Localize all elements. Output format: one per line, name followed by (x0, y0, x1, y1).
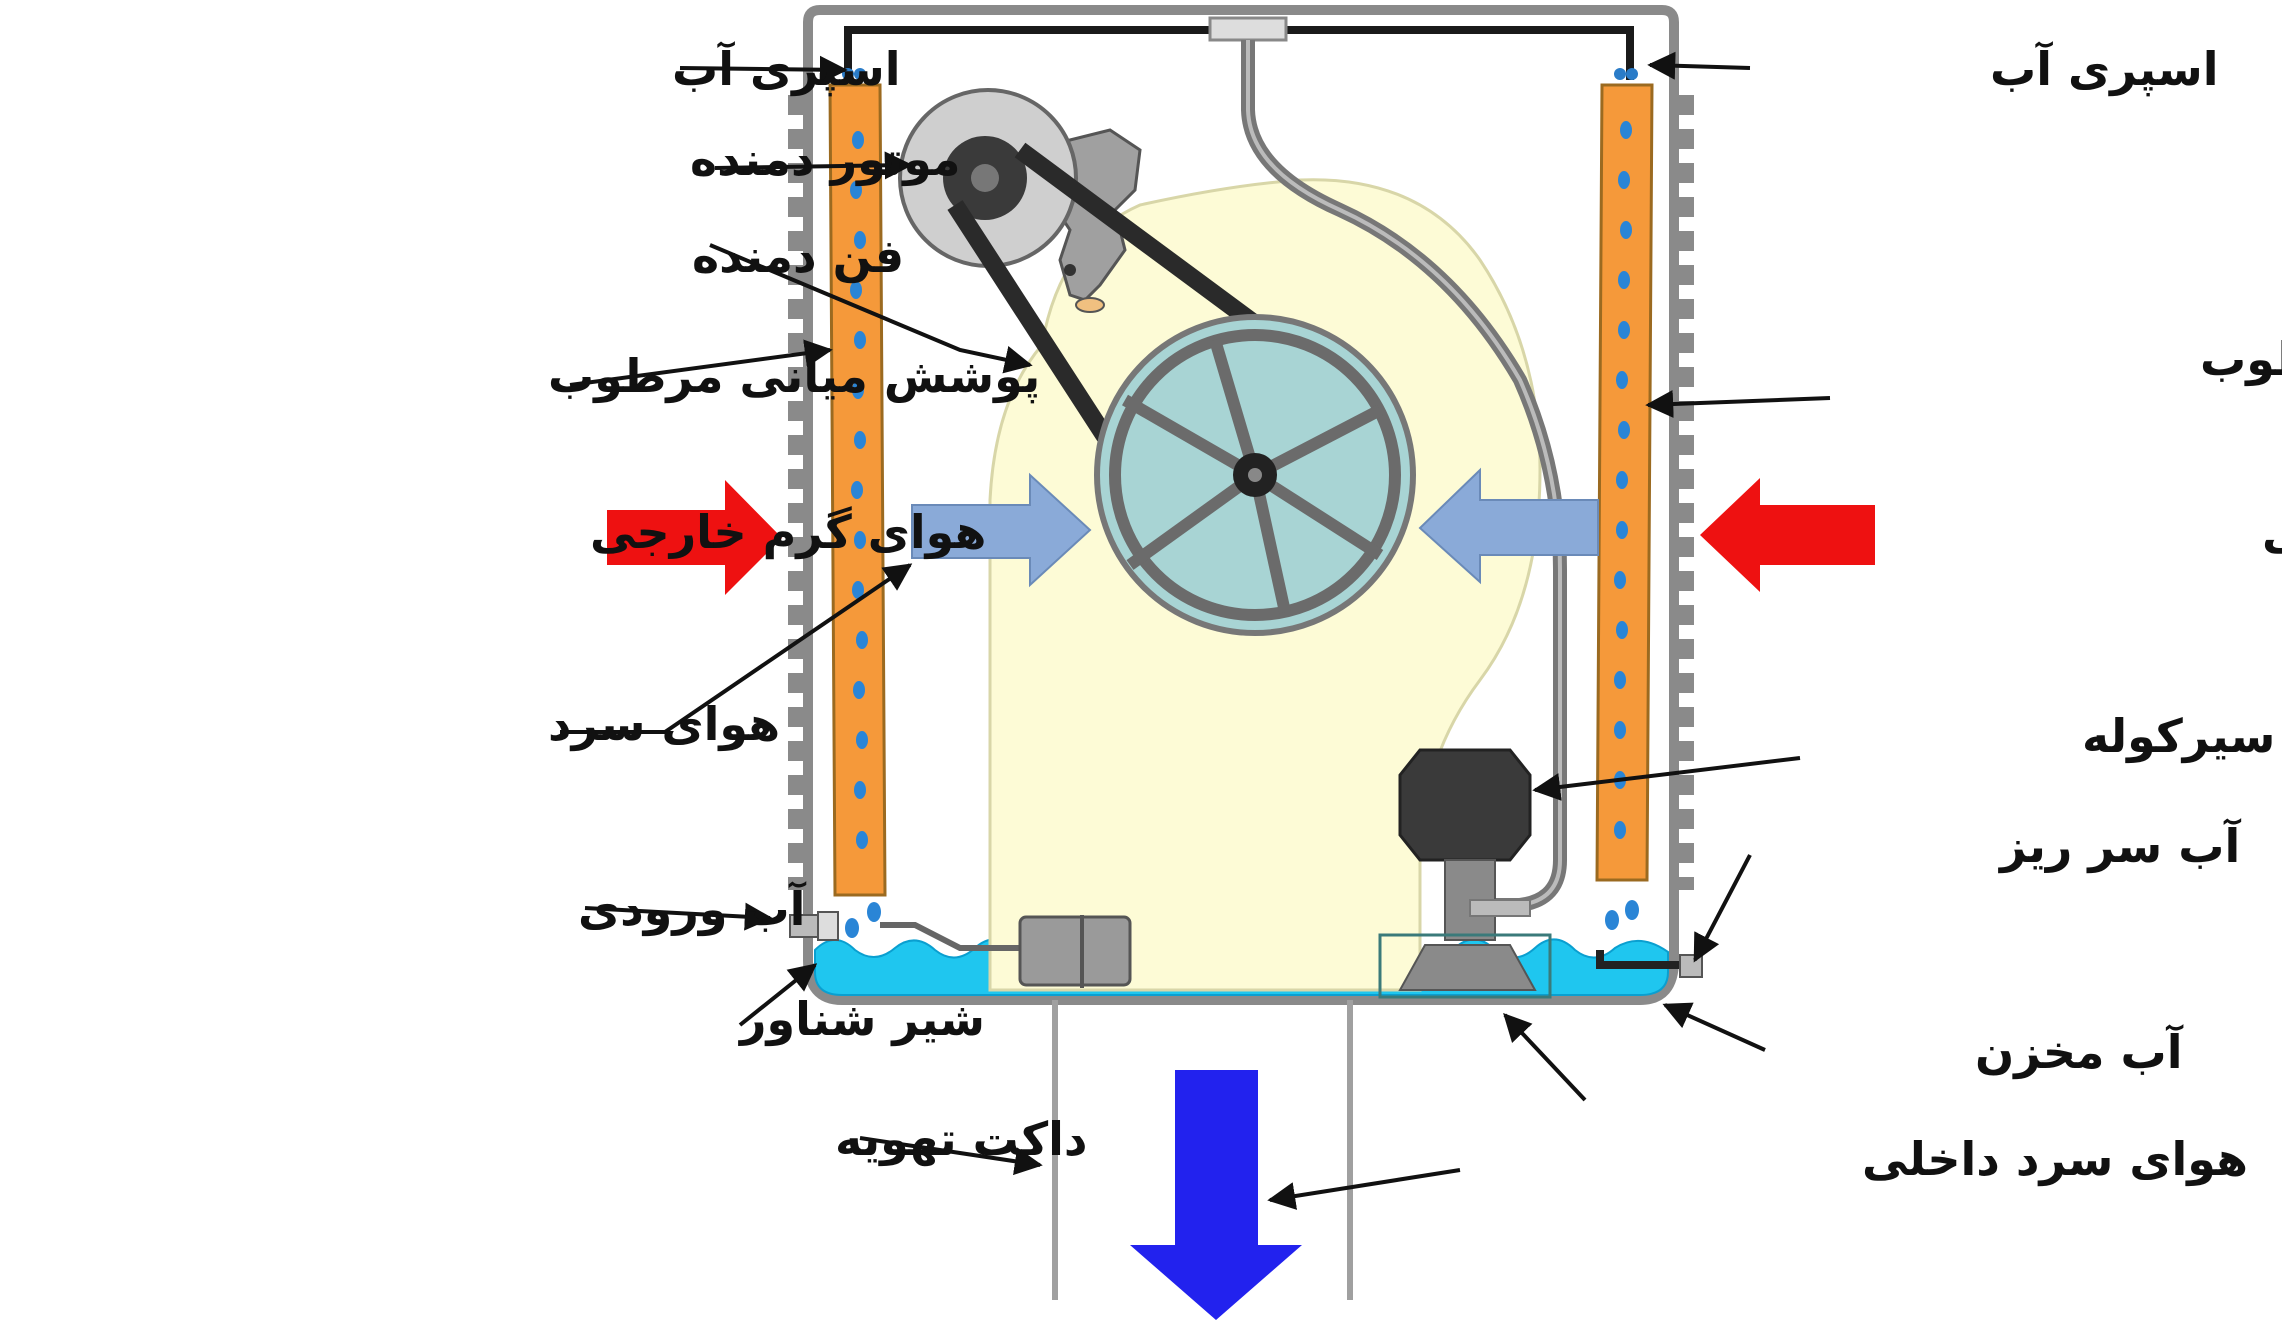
label-inlet-water: آب ورودی (578, 881, 807, 936)
label-indoor-cool-air: هوای سرد داخلی (1862, 1132, 2248, 1186)
label-hot-air-left: هوای گرم خارجی (590, 505, 986, 559)
left-wet-pad (828, 83, 887, 938)
leader-lines (560, 51, 1831, 1210)
label-blower-motor: موتور دمنده (690, 132, 961, 186)
label-vent-duct: داکت تهویه (835, 1112, 1087, 1166)
hot-air-arrow-right (1700, 478, 1875, 592)
label-circulation-pump: پمپ سیرکوله (2082, 709, 2282, 764)
cool-air-arrow-right (1418, 467, 1599, 585)
label-float-valve: شیر شناور (738, 992, 985, 1046)
label-wet-pad-left: پوشش میانی مرطوب (548, 349, 1040, 404)
cool-air-arrow-left (911, 472, 1092, 588)
blower-fan-wheel (1094, 314, 1416, 636)
cabinet-frame (803, 5, 1679, 1005)
label-blower-fan: فن دمنده (692, 229, 904, 283)
label-hot-air-right: هوای گرم خارجی (2262, 505, 2282, 559)
label-wet-pad-right: پوشش میانی مرطوب (2200, 332, 2282, 387)
label-water-spray-right: اسپری آب (1990, 41, 2219, 97)
float-valve (789, 911, 1132, 988)
distribution-pipe (844, 16, 1634, 912)
vent-duct (1052, 1000, 1353, 1300)
circulation-pump (1378, 748, 1552, 999)
hot-air-arrow-left (607, 480, 782, 595)
right-spray-nozzle (1614, 68, 1638, 80)
right-wet-pad (1595, 83, 1654, 930)
label-reservoir-water: آب مخزن (1975, 1024, 2184, 1079)
label-overflow-water: آب سر ریز (1998, 818, 2241, 873)
label-water-spray-left: اسپری آب (672, 41, 901, 97)
label-cool-air: هوای سرد (548, 697, 780, 751)
indoor-cool-air-arrow (1130, 1070, 1302, 1320)
